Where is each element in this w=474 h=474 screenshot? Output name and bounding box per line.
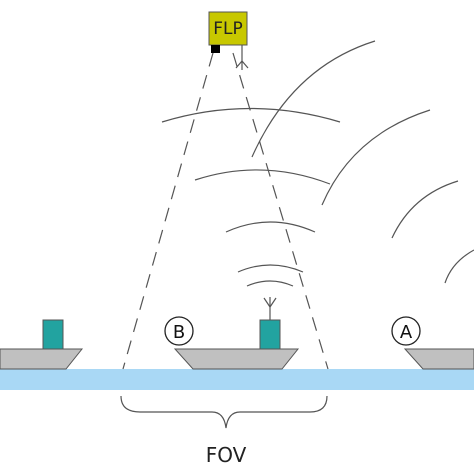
boat-b: B [164, 297, 300, 370]
antenna-icon [235, 45, 249, 70]
arc-b-3 [225, 221, 316, 233]
boat-a: A [391, 316, 474, 370]
marker-a-circle [391, 316, 421, 346]
flp-box [208, 11, 248, 46]
arc-a-2 [391, 180, 459, 239]
marker-b-circle [164, 316, 194, 346]
fov-brace [120, 395, 328, 429]
marker-a-label: A [400, 322, 413, 343]
arc-b-5 [161, 107, 341, 123]
arc-a-1 [444, 249, 474, 284]
boat-b-hull [173, 348, 300, 370]
boat-a-hull [403, 348, 474, 370]
water [0, 369, 474, 390]
fov-label: FOV [206, 443, 247, 467]
fov-cone [122, 52, 329, 370]
marker-b-label: B [173, 322, 185, 343]
arc-b-1 [246, 280, 294, 287]
flp-label: FLP [213, 19, 243, 39]
boat-left [0, 319, 84, 370]
fov-left-edge [122, 52, 214, 370]
boat-b-cabin [259, 319, 281, 350]
flp-sensor: FLP [208, 11, 249, 70]
emission-arcs-b [161, 107, 341, 287]
boat-left-cabin [42, 319, 64, 350]
camera-lens-icon [211, 45, 220, 53]
arc-a-3 [321, 109, 431, 206]
arc-a-4 [251, 40, 376, 158]
arc-b-2 [237, 264, 304, 273]
emission-arcs-a [251, 40, 474, 284]
fov-right-edge [232, 52, 329, 370]
arc-b-4 [194, 169, 331, 185]
boat-b-antenna-icon [263, 297, 277, 320]
